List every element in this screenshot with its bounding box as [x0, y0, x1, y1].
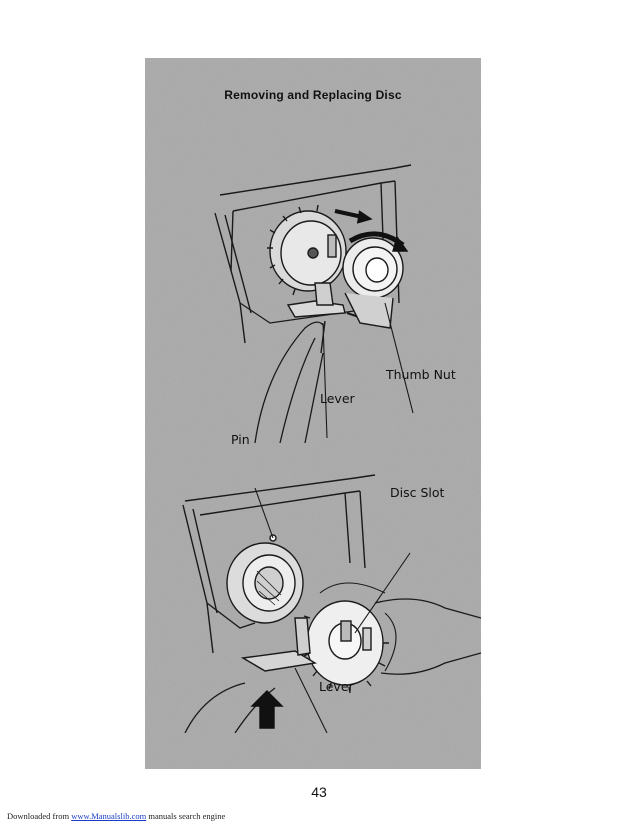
figure-title: Removing and Replacing Disc [224, 88, 402, 102]
label-thumb-nut: Thumb Nut [386, 367, 456, 382]
manualslib-link[interactable]: www.Manualslib.com [71, 811, 147, 821]
label-pin: Pin [231, 432, 250, 447]
illustration-replacing-disc [145, 443, 481, 733]
label-lever-bottom: Lever [319, 679, 354, 694]
download-footer: Downloaded from www.Manualslib.com manua… [7, 811, 225, 821]
footer-prefix: Downloaded from [7, 811, 70, 821]
page-number: 43 [311, 784, 327, 800]
label-disc-slot: Disc Slot [390, 485, 445, 500]
label-lever-top: Lever [320, 391, 355, 406]
figure-panel: Removing and Replacing Disc [145, 58, 481, 769]
footer-suffix: manuals search engine [148, 811, 226, 821]
illustration-removing-disc [145, 153, 481, 443]
